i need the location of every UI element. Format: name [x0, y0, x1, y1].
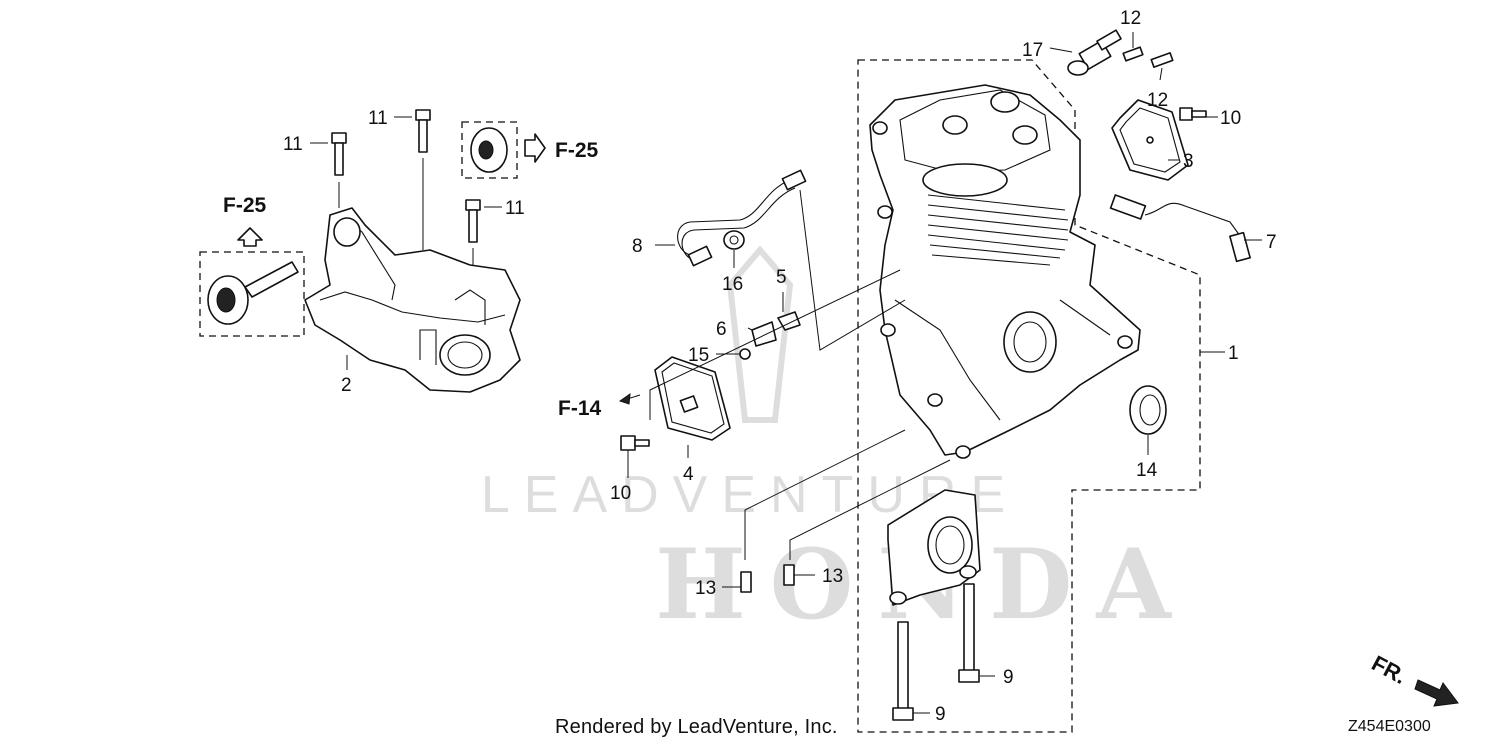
front-arrow-icon — [1414, 679, 1459, 707]
callout-6: 6 — [716, 319, 727, 340]
watermark-logo — [726, 245, 794, 423]
callout-14: 14 — [1136, 460, 1158, 481]
screw-part-15[interactable] — [739, 348, 751, 360]
bolt-part-10-left[interactable] — [620, 435, 650, 451]
front-label: FR. — [1368, 650, 1411, 689]
callout-13a: 13 — [695, 578, 716, 599]
leader-lines — [310, 32, 1262, 714]
bolts-part-11[interactable] — [331, 109, 481, 243]
callout-8: 8 — [632, 236, 643, 257]
callout-13b: 13 — [822, 566, 843, 587]
gasket-part-3[interactable] — [1111, 99, 1189, 181]
bolt-part-10-right[interactable] — [1179, 107, 1207, 121]
group-boundaries — [199, 59, 1201, 733]
studs-part-12[interactable] — [1122, 46, 1174, 68]
callout-9a: 9 — [1003, 667, 1014, 688]
callout-16: 16 — [722, 274, 743, 295]
plate-part-6[interactable] — [751, 321, 777, 347]
ref-f25-top: F-25 — [555, 139, 599, 162]
washer-part-16[interactable] — [723, 230, 745, 250]
callouts: 1 2 3 4 5 6 7 8 9 9 10 10 11 11 11 12 12… — [283, 8, 1277, 725]
spark-plug-part-17[interactable] — [1067, 29, 1122, 76]
diagram-code: Z454E0300 — [1348, 718, 1431, 735]
oil-seal-part-14[interactable] — [1129, 385, 1167, 435]
cylinder-block-part-1[interactable] — [869, 84, 1141, 459]
bolts-part-9[interactable] — [892, 583, 980, 721]
harness-part-8[interactable] — [677, 169, 807, 267]
callout-15: 15 — [688, 345, 709, 366]
callout-12a: 12 — [1120, 8, 1141, 29]
front-direction-indicator: FR. — [1368, 650, 1459, 707]
cover-part-4[interactable] — [654, 356, 731, 441]
callout-17: 17 — [1022, 40, 1043, 61]
callout-11a: 11 — [283, 134, 303, 155]
reference-arrows — [237, 133, 641, 405]
callout-1: 1 — [1228, 343, 1239, 364]
breather-detail-left — [207, 261, 299, 325]
callout-11b: 11 — [368, 108, 388, 129]
callout-12b: 12 — [1147, 90, 1168, 111]
callout-10b: 10 — [610, 483, 631, 504]
callout-9b: 9 — [935, 704, 946, 725]
breather-detail-top — [470, 127, 508, 173]
callout-5: 5 — [776, 267, 787, 288]
callout-10a: 10 — [1220, 108, 1241, 129]
rendered-by-caption: Rendered by LeadVenture, Inc. — [555, 716, 838, 738]
callout-2: 2 — [341, 375, 352, 396]
callout-11c: 11 — [505, 198, 525, 219]
ref-f14: F-14 — [558, 397, 602, 420]
head-cover-part-2[interactable] — [304, 207, 521, 393]
callout-4: 4 — [683, 464, 694, 485]
bearing-holder — [887, 489, 981, 606]
ref-f25-left: F-25 — [223, 194, 267, 217]
callout-3: 3 — [1183, 151, 1194, 172]
callout-7: 7 — [1266, 232, 1277, 253]
sensor-part-7[interactable] — [1109, 194, 1251, 263]
